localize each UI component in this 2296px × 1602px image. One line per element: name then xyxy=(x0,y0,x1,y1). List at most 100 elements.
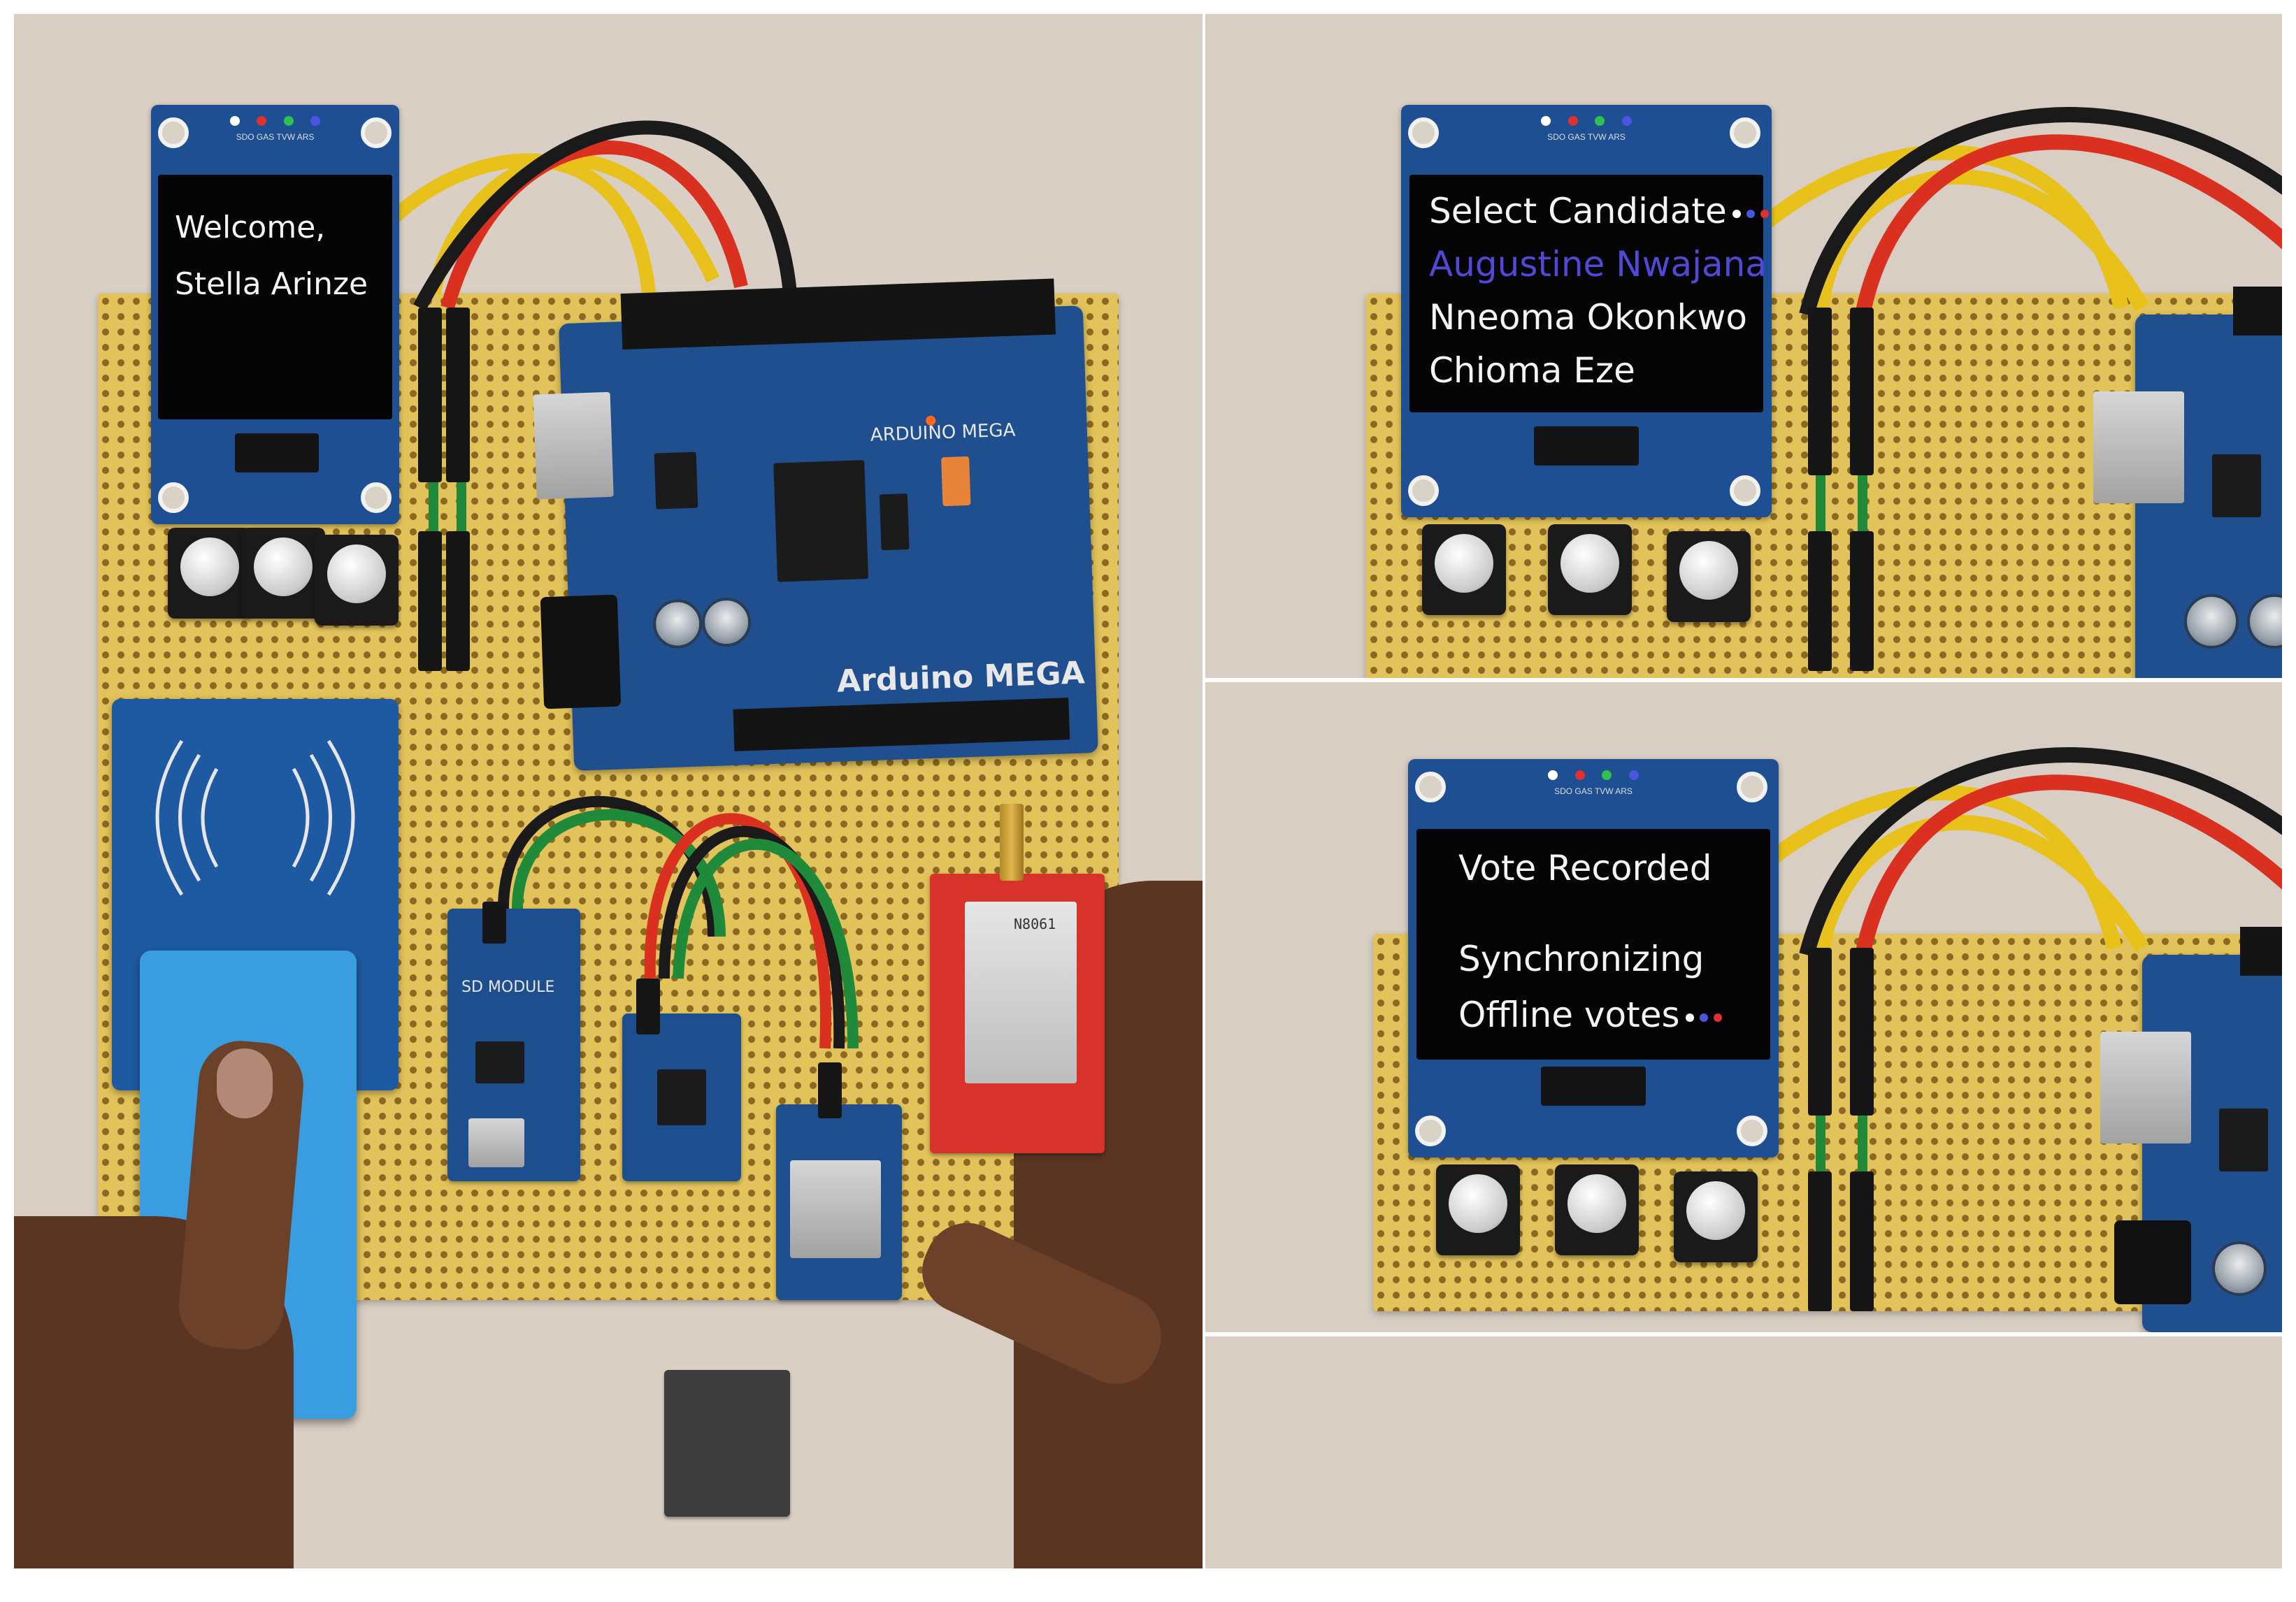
header-pin xyxy=(1808,531,1832,671)
small-chip xyxy=(654,452,698,510)
capacitor xyxy=(652,598,703,649)
header-pin xyxy=(418,531,442,671)
status-vote-recorded: Vote Recorded xyxy=(1458,848,1712,888)
mounting-hole xyxy=(361,117,392,148)
gsm-chip-shield: N8061 xyxy=(965,902,1077,1083)
sd-card-slot xyxy=(790,1160,881,1258)
pager-dot-white xyxy=(1732,209,1741,218)
status-leds: SDO GAS TVW ARS xyxy=(1401,116,1772,144)
capacitor xyxy=(701,596,752,648)
oled-screen: Vote Recorded Synchronizing Offline vote… xyxy=(1416,829,1770,1060)
top-header-strip xyxy=(620,278,1056,350)
sd-module-label: SD MODULE xyxy=(461,979,555,996)
reset-component xyxy=(941,456,971,507)
power-jack xyxy=(540,594,622,709)
header-pin xyxy=(1850,948,1874,1116)
top-header-strip xyxy=(2240,927,2282,976)
oled-display-module: SDO GAS TVW ARS Welcome, Stella Arinze xyxy=(151,105,399,524)
top-header-strip xyxy=(2233,287,2282,335)
header-pin xyxy=(1808,948,1832,1116)
mounting-hole xyxy=(1415,772,1446,802)
oscillator xyxy=(879,493,910,551)
candidate-option-3[interactable]: Chioma Eze xyxy=(1429,350,1635,391)
micro-sd-card xyxy=(664,1370,790,1517)
oled-ribbon xyxy=(1541,1067,1646,1106)
arduino-top-label: ARDUINO MEGA xyxy=(870,419,1016,446)
menu-title: Select Candidate xyxy=(1429,190,1769,232)
micro-usb-port xyxy=(468,1118,524,1167)
push-button-3[interactable] xyxy=(1667,531,1751,622)
push-button-3[interactable] xyxy=(315,535,399,626)
usb-port xyxy=(2100,1032,2191,1143)
oled-display-module: SDO GAS TVW ARS Vote Recorded Synchroniz… xyxy=(1408,759,1779,1157)
led-white xyxy=(229,116,240,126)
welcome-text: Welcome, xyxy=(175,210,326,245)
led-green xyxy=(283,116,294,126)
mounting-hole xyxy=(1737,1116,1767,1146)
header-pin xyxy=(1808,1171,1832,1311)
header-pin xyxy=(1850,308,1874,475)
capacitor xyxy=(2247,594,2282,649)
header-pin xyxy=(446,531,470,671)
oled-screen: Welcome, Stella Arinze xyxy=(158,175,392,419)
usb-port xyxy=(2093,391,2184,503)
arduino-mega-board xyxy=(2100,927,2282,1332)
push-button-1[interactable] xyxy=(1422,524,1506,615)
mounting-hole xyxy=(1408,117,1439,148)
sd-module-chip xyxy=(475,1041,524,1083)
gsm-chip-label: N8061 xyxy=(1014,916,1056,932)
gsm-module: N8061 xyxy=(930,874,1105,1153)
gsm-antenna xyxy=(1000,804,1024,881)
header-pin xyxy=(1850,1171,1874,1311)
mounting-hole xyxy=(1408,475,1439,506)
rtc-module xyxy=(622,979,741,1181)
led-white xyxy=(1541,116,1551,126)
push-button-3[interactable] xyxy=(1674,1171,1758,1262)
led-green xyxy=(1602,770,1612,780)
header-pin xyxy=(1850,531,1874,671)
header-pin xyxy=(818,1062,842,1118)
prototype-photo-main: SDO GAS TVW ARS Welcome, Stella Arinze A… xyxy=(14,14,1203,1568)
push-button-2[interactable] xyxy=(241,528,325,619)
candidate-option-1[interactable]: Augustine Nwajana xyxy=(1429,244,1767,284)
led-red xyxy=(257,116,267,126)
pager-dot-blue xyxy=(1746,209,1755,218)
microsd-module xyxy=(776,1062,902,1300)
led-labels: SDO GAS TVW ARS xyxy=(1554,786,1633,796)
menu-title-text: Select Candidate xyxy=(1429,191,1727,231)
status-offline-votes: Offline votes xyxy=(1458,994,1770,1036)
module-chip xyxy=(657,1069,706,1125)
push-button-1[interactable] xyxy=(1436,1164,1520,1255)
header-pin xyxy=(446,308,470,482)
led-red xyxy=(1574,770,1585,780)
push-button-2[interactable] xyxy=(1548,524,1632,615)
push-button-2[interactable] xyxy=(1555,1164,1639,1255)
mounting-hole xyxy=(158,117,189,148)
pager-dot-red xyxy=(1760,209,1769,218)
arduino-mega-board xyxy=(2093,287,2282,678)
power-jack xyxy=(2114,1220,2191,1304)
arduino-mega-board: ARDUINO MEGA Arduino MEGA xyxy=(533,278,1098,771)
status-synchronizing: Synchronizing xyxy=(1458,939,1705,979)
led-red xyxy=(1567,116,1578,126)
mounting-hole xyxy=(361,482,392,513)
oled-ribbon xyxy=(235,433,319,472)
arduino-bottom-label: Arduino MEGA xyxy=(836,655,1086,700)
capacitor xyxy=(2184,594,2239,649)
pager-dot-blue xyxy=(1699,1013,1708,1022)
header-pin xyxy=(1808,308,1832,475)
header-pin xyxy=(418,308,442,482)
usb-port xyxy=(533,391,614,500)
mounting-hole xyxy=(1415,1116,1446,1146)
oled-ribbon xyxy=(1534,426,1639,466)
status-offline-votes-text: Offline votes xyxy=(1458,995,1680,1035)
capacitor xyxy=(2212,1241,2267,1296)
small-chip xyxy=(2219,1109,2268,1171)
push-button-1[interactable] xyxy=(168,528,252,619)
candidate-option-2[interactable]: Nneoma Okonkwo xyxy=(1429,297,1747,338)
small-chip xyxy=(2212,454,2261,517)
mounting-hole xyxy=(1737,772,1767,802)
prototype-photo-vote-recorded: SDO GAS TVW ARS Vote Recorded Synchroniz… xyxy=(1205,682,2282,1332)
pager-dot-white xyxy=(1685,1013,1694,1022)
led-white xyxy=(1548,770,1558,780)
